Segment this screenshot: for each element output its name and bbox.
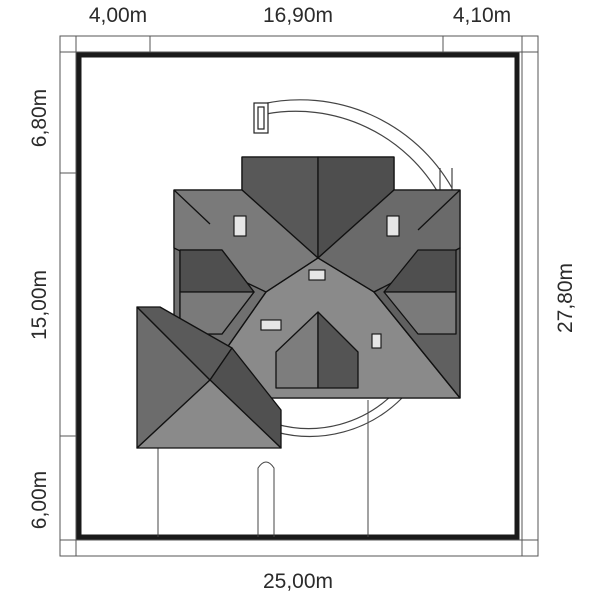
- roof-window: [386, 215, 400, 237]
- garage-roof: [136, 306, 282, 449]
- terrace-outline: [261, 99, 453, 438]
- dormer-east-lower: [383, 291, 457, 335]
- plot-boundary: [76, 52, 520, 540]
- dimension-top-middle: 16,90m: [263, 4, 333, 27]
- dimension-right: 27,80m: [554, 263, 577, 333]
- dimension-frame: [59, 35, 539, 557]
- roof-window: [233, 215, 247, 237]
- roof-windows: [233, 215, 400, 349]
- dimension-left-middle: 15,00m: [28, 270, 51, 340]
- dormer-south-right: [317, 311, 359, 389]
- chimney: [253, 102, 269, 134]
- dimension-left-top: 6,80m: [28, 89, 51, 147]
- dimension-labels: 4,00m 16,90m 4,10m 25,00m 6,80m 15,00m 6…: [28, 4, 577, 593]
- roof-ridges: [173, 189, 461, 399]
- dimension-bottom: 25,00m: [263, 570, 333, 593]
- dimension-top-right: 4,10m: [453, 4, 511, 27]
- garage-roof-south: [136, 379, 282, 449]
- dimension-left-bottom: 6,00m: [28, 471, 51, 529]
- roof-window: [260, 319, 282, 331]
- dimension-top-left: 4,00m: [89, 4, 147, 27]
- roof-window: [308, 269, 326, 281]
- roof-window: [371, 333, 382, 349]
